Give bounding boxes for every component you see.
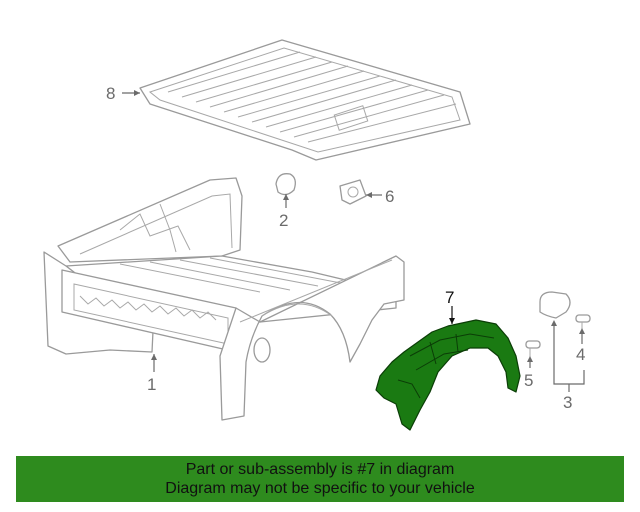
callout-4[interactable]: 4 (576, 345, 585, 364)
push-pin[interactable] (575, 314, 591, 330)
callout-5[interactable]: 5 (524, 371, 533, 390)
arrow-4 (579, 328, 585, 334)
banner-line-1: Part or sub-assembly is #7 in diagram (185, 461, 455, 478)
pin-fastener[interactable] (525, 340, 541, 358)
callout-8[interactable]: 8 (106, 84, 115, 103)
tie-down[interactable] (339, 179, 367, 205)
callout-6[interactable]: 6 (385, 187, 394, 206)
arrow-7 (449, 318, 455, 324)
callout-7[interactable]: 7 (445, 288, 454, 307)
banner-line-2: Diagram may not be specific to your vehi… (165, 480, 475, 497)
arrow-1 (151, 354, 157, 360)
arrow-6 (366, 192, 372, 198)
parts-diagram: 8 2 6 (43, 39, 591, 431)
bed-mat[interactable] (139, 39, 471, 161)
arrow-2 (283, 194, 289, 200)
callout-3[interactable]: 3 (563, 393, 572, 412)
arrow-8 (134, 90, 140, 96)
clip-bracket[interactable] (539, 291, 571, 319)
pickup-box[interactable] (43, 177, 405, 421)
bed-cap[interactable] (275, 173, 296, 196)
arrow-3 (551, 320, 557, 326)
info-banner: Part or sub-assembly is #7 in diagram Di… (16, 456, 624, 502)
wheelhouse-liner[interactable] (375, 319, 521, 431)
callout-1[interactable]: 1 (147, 375, 156, 394)
arrow-5 (527, 356, 533, 362)
callout-2[interactable]: 2 (279, 211, 288, 230)
